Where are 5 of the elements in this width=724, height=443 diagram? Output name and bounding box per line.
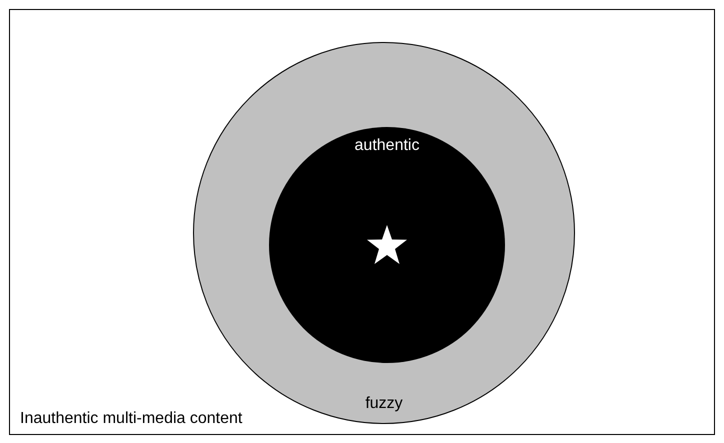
region-label: authentic bbox=[354, 137, 420, 155]
region-label: Inauthentic multi-media content bbox=[20, 410, 242, 428]
content-frame bbox=[9, 9, 715, 435]
star-icon bbox=[365, 223, 409, 267]
region-label: fuzzy bbox=[365, 395, 403, 413]
